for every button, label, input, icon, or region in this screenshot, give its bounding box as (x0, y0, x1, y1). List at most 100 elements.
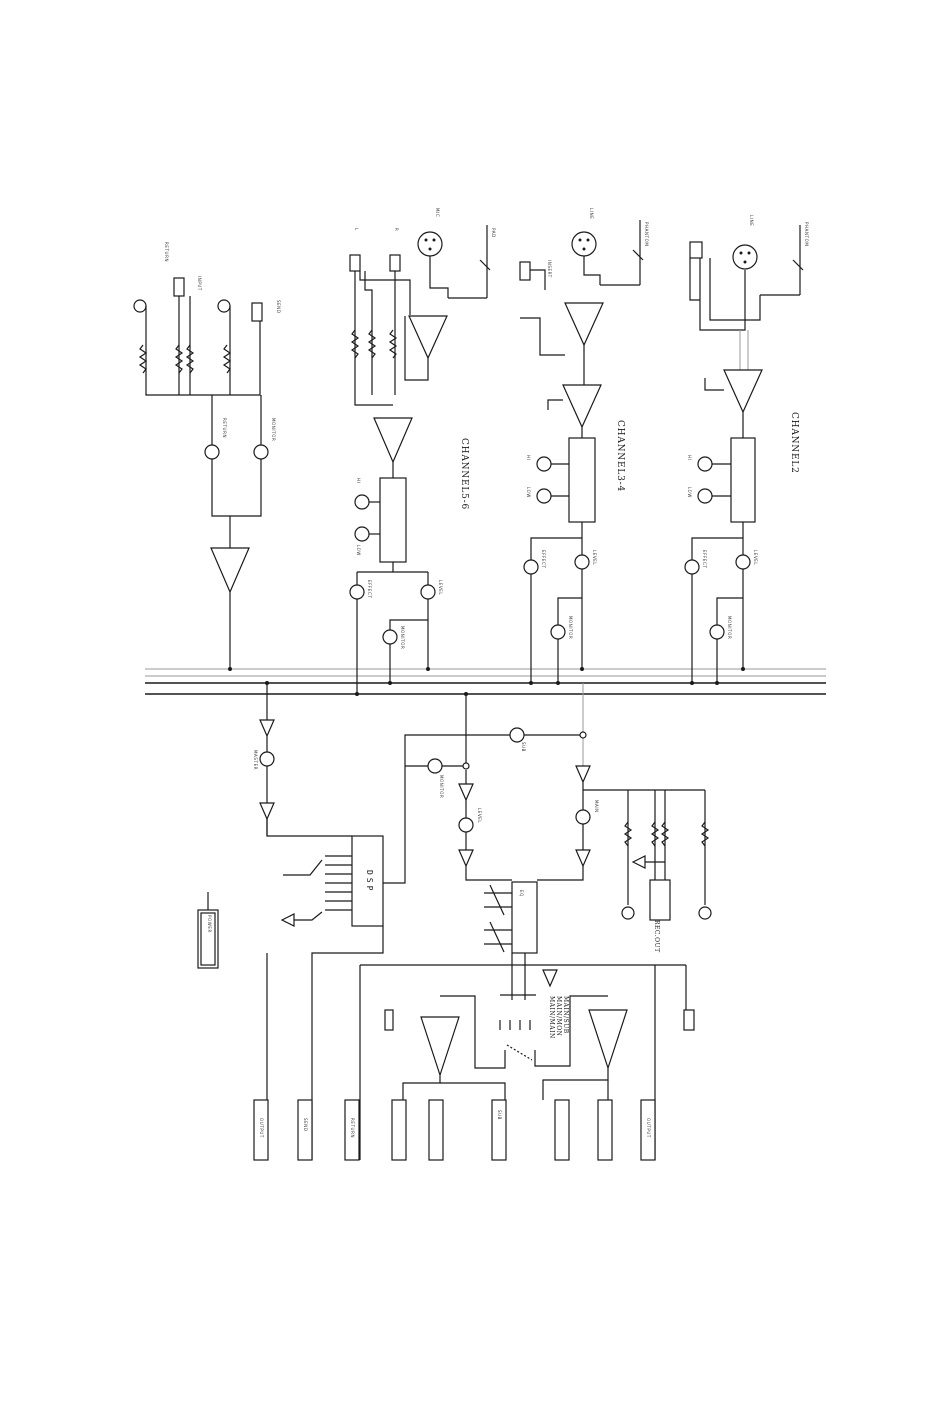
label-insert: INSERT (547, 260, 552, 278)
label-hi: HI (687, 455, 692, 460)
main-buffer-amp (575, 765, 591, 784)
ch34-line-amp (562, 384, 602, 429)
return-monitor-knob-icon (253, 444, 269, 460)
monitor-buffer-amp (458, 783, 474, 802)
ch56-low-knob-icon (354, 526, 370, 542)
label-send: SEND (276, 300, 281, 314)
label-pad: PAD (491, 228, 496, 238)
label-monitor: MONITOR (568, 616, 573, 639)
main-label-2: MAIN/MON (555, 996, 562, 1036)
rec-out-label: REC.OUT (653, 920, 660, 953)
label-effect: EFFECT (367, 580, 372, 599)
jack-icon (428, 1099, 444, 1161)
label-input: INPUT (197, 276, 202, 291)
dsp-label: DSP (365, 870, 374, 893)
label-line: LINE (749, 215, 754, 226)
return-amp (210, 547, 250, 594)
ch34-effect-knob-icon (523, 559, 539, 575)
main-label-3: MAIN/MAIN (548, 996, 555, 1039)
label-r: R (394, 228, 399, 231)
jack-icon (253, 1099, 269, 1161)
label-phantom: PHANTOM (804, 222, 809, 246)
label-hi: HI (526, 455, 531, 460)
return-jack-icon (173, 277, 185, 297)
ch56-monitor-knob-icon (382, 629, 398, 645)
label-sub: SUB (497, 1110, 502, 1120)
return-jack-icon (251, 302, 263, 322)
label-hi: HI (356, 478, 361, 483)
ch56-level-knob-icon (420, 584, 436, 600)
channel-2-label: CHANNEL2 (789, 412, 799, 474)
main-out-amp (575, 849, 591, 868)
power-amp-left (420, 1016, 460, 1077)
label-level: LEVEL (477, 808, 482, 823)
ch56-line-amp (373, 417, 413, 464)
effect-master-knob-icon (259, 751, 275, 767)
label-l: L (354, 228, 359, 231)
jack-icon (554, 1099, 570, 1161)
connector-icon (683, 1009, 695, 1031)
label-return: RETURN (164, 242, 169, 262)
sub-knob-icon (509, 727, 525, 743)
dsp-block (351, 835, 384, 927)
ch2-effect-knob-icon (684, 559, 700, 575)
ch34-level-knob-icon (574, 554, 590, 570)
label-low: LOW (356, 545, 361, 556)
xlr-jack-icon (417, 231, 443, 257)
output-jacks-row (253, 819, 656, 1161)
ch56-hi-knob-icon (354, 494, 370, 510)
label-low: LOW (526, 487, 531, 498)
ch34-eq-block (568, 437, 596, 523)
main-label-1: MAIN/SUB (562, 996, 569, 1034)
ch2-preamp (723, 369, 763, 414)
label-low: LOW (687, 487, 692, 498)
label-main: MAIN (594, 800, 599, 813)
label-sub: SUB (521, 742, 526, 752)
jack-icon (597, 1099, 613, 1161)
label-mic: MIC (435, 208, 440, 217)
line-jack-icon (689, 241, 703, 259)
ch2-level-knob-icon (735, 554, 751, 570)
power-amp-right (588, 1009, 628, 1070)
line-jack-l-icon (349, 254, 361, 272)
label-phantom: PHANTOM (644, 222, 649, 246)
label-effect: EFFECT (702, 550, 707, 569)
ch34-monitor-knob-icon (550, 624, 566, 640)
line-jack-r-icon (389, 254, 401, 272)
label-monitor: MONITOR (439, 775, 444, 798)
label-line: LINE (589, 208, 594, 219)
main-master-knob-icon (575, 809, 591, 825)
effect-buffer-amp (259, 802, 275, 821)
ch2-low-knob-icon (697, 488, 713, 504)
label-return: RETURN (350, 1118, 355, 1138)
channel-5-6-strip (349, 225, 491, 696)
label-eq: EQ (519, 890, 524, 897)
jack-icon (297, 1099, 313, 1161)
return-section (133, 277, 269, 671)
label-output: OUTPUT (259, 1118, 264, 1138)
ch56-mic-preamp (408, 315, 448, 360)
label-monitor: MONITOR (271, 418, 276, 441)
master-section (405, 683, 712, 954)
rec-out-rca-icon (621, 906, 635, 920)
ch2-hi-knob-icon (697, 456, 713, 472)
ch56-eq-block (379, 477, 407, 563)
insert-jack-icon (519, 261, 531, 281)
label-level: LEVEL (592, 550, 597, 565)
jack-icon (640, 1099, 656, 1161)
labels: CHANNEL5-6 CHANNEL3-4 CHANNEL2 REC.OUT M… (164, 208, 809, 1138)
footswitch-triangle-icon (280, 913, 295, 927)
fuse-icon (384, 1009, 394, 1031)
rca-jack-icon (133, 299, 147, 313)
effect-send-amp (259, 719, 275, 738)
monitor-master-knob-icon (427, 758, 443, 774)
ch34-preamp (564, 302, 604, 347)
label-output: OUTPUT (646, 1118, 651, 1138)
dsp-section: DSP (197, 681, 583, 1160)
channel-2-strip (684, 225, 804, 685)
mix-buses (145, 668, 826, 695)
rca-jack-icon (217, 299, 231, 313)
label-power: POWER (207, 915, 212, 933)
ch34-low-knob-icon (536, 488, 552, 504)
